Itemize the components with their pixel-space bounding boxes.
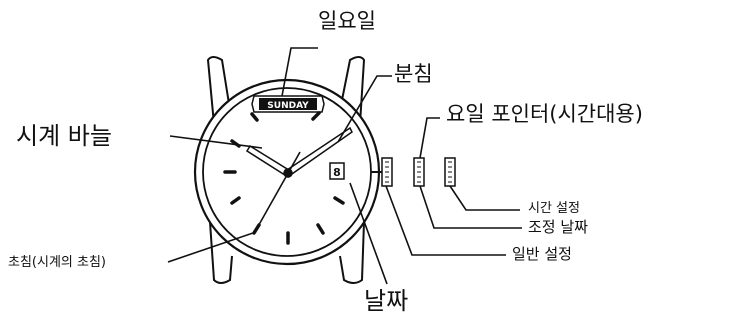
day-window: SUNDAY [251, 95, 325, 113]
label-second-hand: 초침(시계의 초침) [8, 255, 106, 270]
watch-lugs [206, 56, 366, 284]
date-window-text: 8 [333, 166, 341, 179]
label-date: 날짜 [364, 287, 409, 315]
label-normal: 일반 설정 [512, 245, 572, 263]
date-window: 8 [329, 162, 345, 180]
second-hand [255, 151, 301, 231]
label-set-date: 조정 날짜 [528, 218, 588, 236]
day-window-text: SUNDAY [267, 101, 309, 111]
label-day-pointer: 요일 포인터(시간대용) [446, 102, 643, 126]
label-day-wheel: 일요일 [318, 9, 376, 33]
label-minute-hand: 분침 [394, 62, 433, 86]
label-watch-hands: 시계 바늘 [16, 122, 112, 150]
label-set-time: 시간 설정 [528, 201, 580, 216]
watch-hands [245, 126, 353, 231]
leader-lines [167, 47, 522, 285]
